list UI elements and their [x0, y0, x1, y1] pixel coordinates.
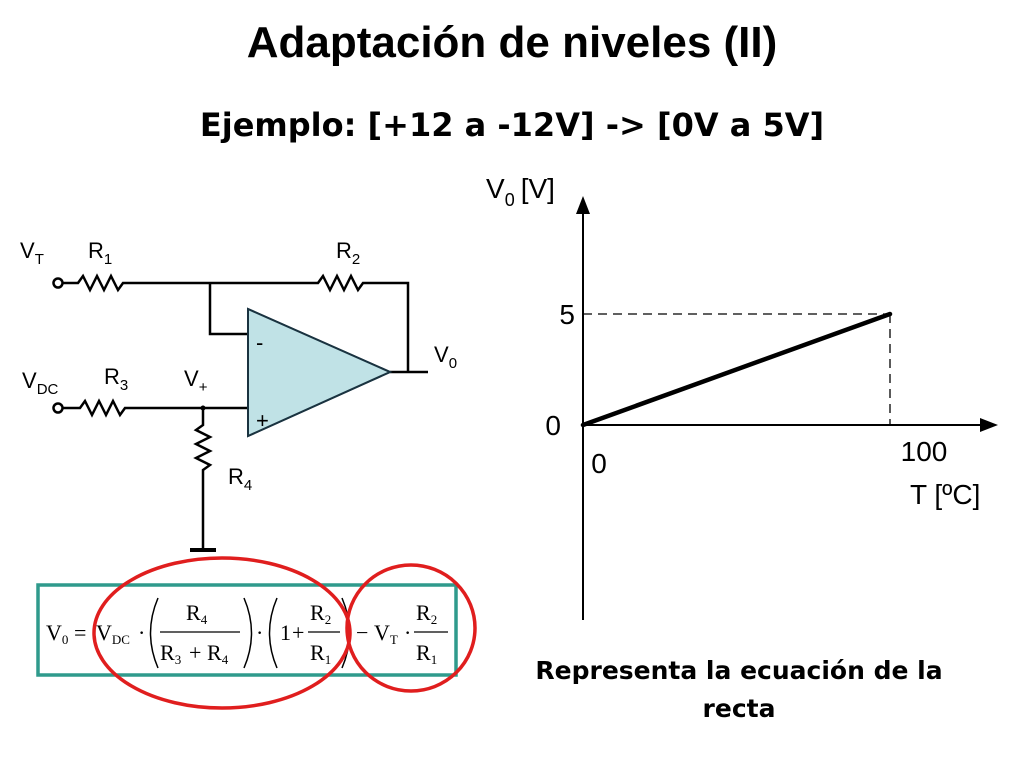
highlight-circle-gain [92, 556, 352, 710]
eq-num-r2b: R2 [416, 600, 437, 627]
eq-num-r4: R4 [186, 600, 208, 627]
vt-terminal [52, 277, 64, 289]
eq-v0: V0 [46, 620, 68, 647]
r2-resistor [210, 273, 410, 372]
eq-one: 1 [280, 620, 291, 645]
label-vdc: VDC [22, 368, 59, 398]
eq-den-r1b: R1 [416, 640, 437, 667]
circuit-diagram [52, 273, 428, 552]
x-tick-0: 0 [591, 448, 607, 479]
eq-num-r2: R2 [310, 600, 331, 627]
eq-paren-left-1 [149, 597, 159, 669]
r3-resistor [63, 398, 248, 418]
opamp-fill [248, 309, 390, 436]
equation-box [36, 583, 458, 677]
label-r1: R1 [88, 238, 112, 268]
label-r3: R3 [104, 364, 128, 394]
transfer-chart: 5 0 0 100 V0[V] T [ºC] [486, 173, 998, 620]
eq-equals: = [74, 620, 86, 645]
eq-paren-left-2 [268, 597, 278, 669]
label-vplus: V+ [184, 366, 208, 396]
y-axis-arrow [576, 196, 590, 214]
eq-den-r4: R4 [207, 640, 229, 667]
series-line [580, 311, 893, 428]
label-r4: R4 [228, 464, 252, 494]
y-tick-0: 0 [545, 410, 561, 441]
eq-vdc: VDC [96, 620, 130, 647]
opamp-minus-sign: - [256, 330, 263, 355]
eq-den-r3: R3 [160, 640, 181, 667]
eq-plus: + [292, 620, 304, 645]
r4-resistor [193, 408, 213, 548]
eq-paren-right-1 [243, 597, 253, 669]
highlight-circle-offset [345, 563, 477, 693]
caption-text: Representa la ecuación de la recta [535, 656, 943, 723]
inverting-input-wire [208, 283, 248, 336]
eq-den-r1: R1 [310, 640, 331, 667]
equation: V0 = VDC · R4 R3 + R4 · 1 + R2 R1 − VT ·… [46, 597, 448, 669]
label-vt: VT [20, 238, 44, 268]
label-v0: V0 [434, 342, 457, 372]
x-axis-label: T [ºC] [910, 479, 980, 510]
x-tick-100: 100 [901, 436, 948, 467]
opamp-outline [247, 307, 393, 438]
label-r2: R2 [336, 238, 360, 268]
r1-resistor [63, 273, 210, 293]
eq-dot-3: · [404, 620, 411, 645]
x-axis-arrow [980, 418, 998, 432]
page-title: Adaptación de niveles (II) [246, 18, 778, 67]
eq-dot-1: · [138, 620, 145, 645]
y-axis-label: V0[V] [486, 173, 555, 210]
example-subtitle: Ejemplo: [+12 a -12V] -> [0V a 5V] [199, 106, 825, 144]
eq-minus: − [356, 620, 368, 645]
node-vplus [200, 405, 206, 411]
opamp-plus-sign: + [256, 408, 269, 433]
y-tick-5: 5 [559, 299, 575, 330]
eq-den-plus: + [189, 640, 201, 665]
eq-vt: VT [374, 620, 398, 647]
vdc-terminal [52, 402, 64, 414]
eq-dot-2: · [256, 620, 263, 645]
